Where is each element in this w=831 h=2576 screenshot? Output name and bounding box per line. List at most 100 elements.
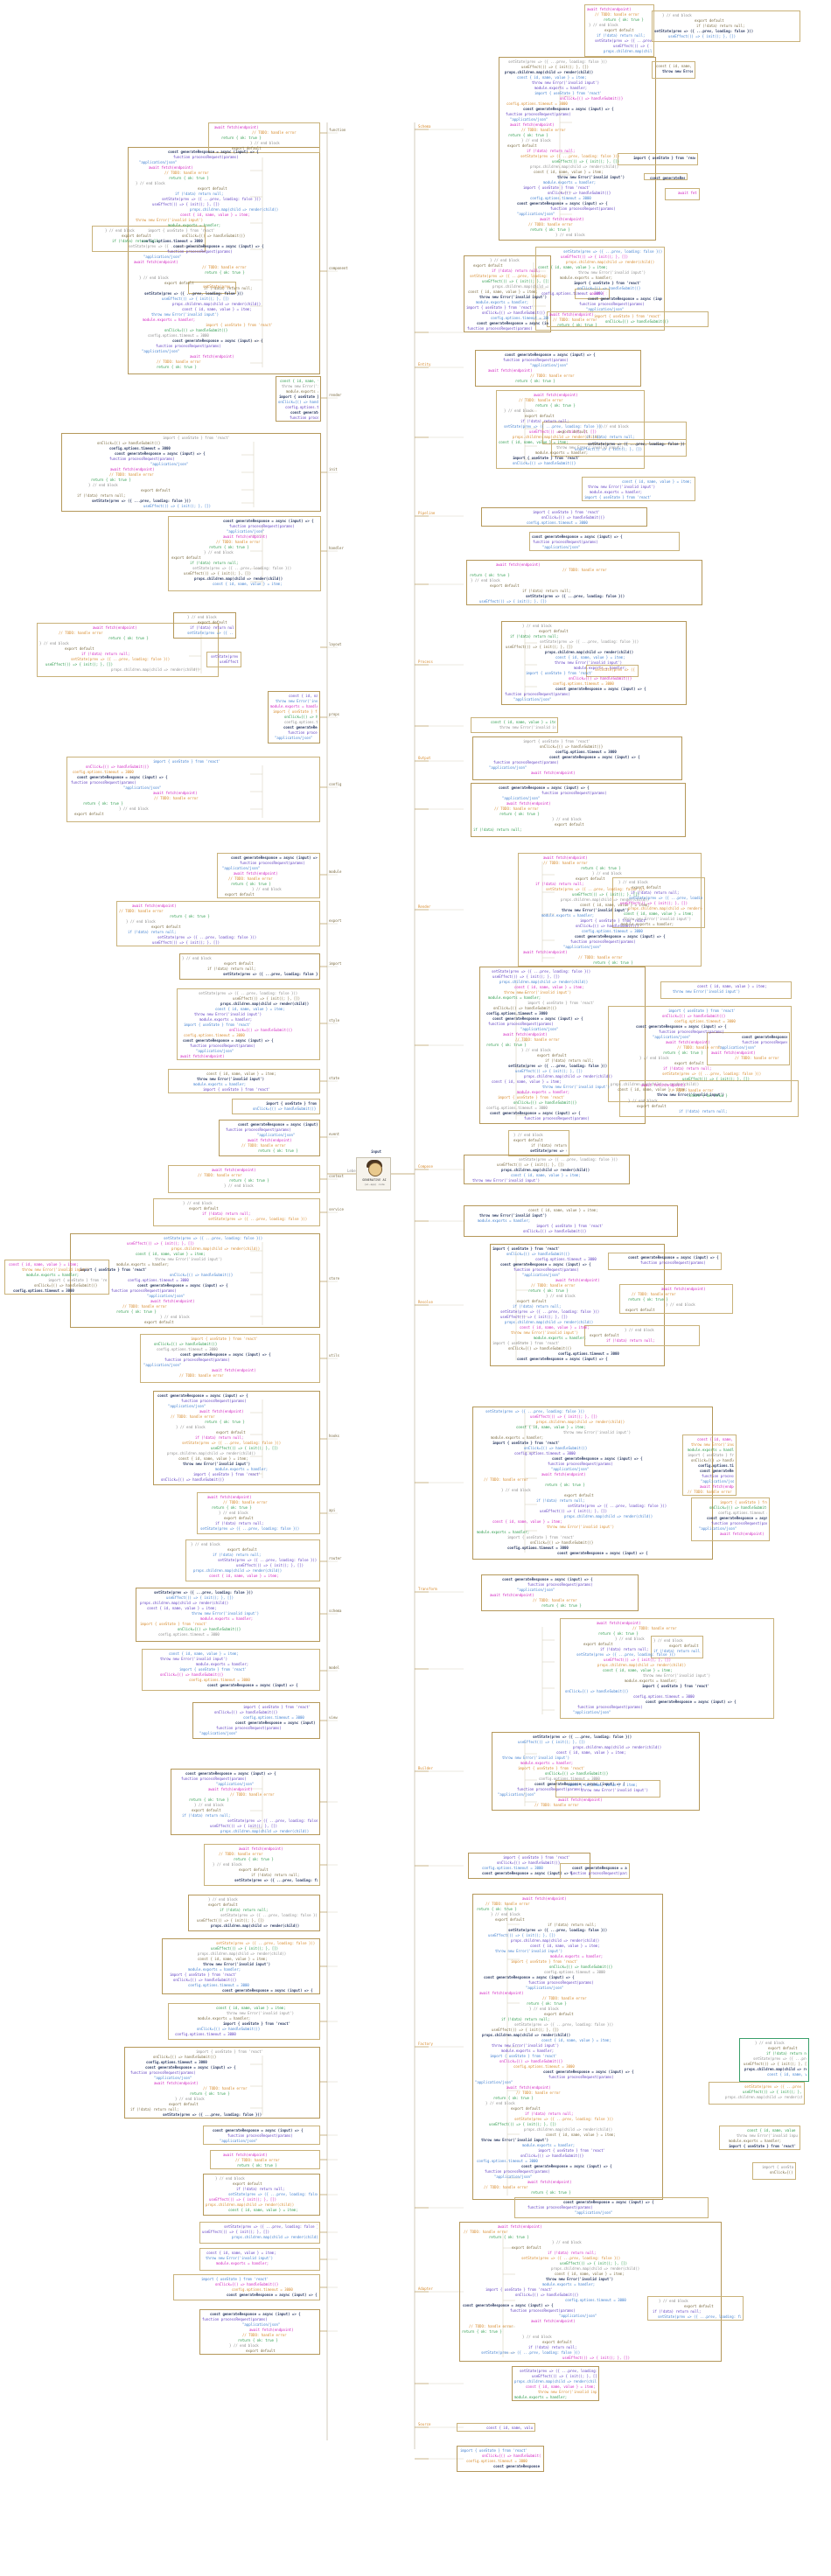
code-line: const { id, name, value } = item; (568, 1783, 638, 1787)
left-branch-label[interactable]: store (329, 1276, 340, 1281)
right-branch-label[interactable]: Builder (418, 1766, 433, 1770)
code-line: } // end block (529, 2007, 559, 2011)
code-line: module.exports = handler; (116, 1262, 170, 1267)
code-line: props.children.map(child => render(child… (482, 2033, 571, 2037)
code-line: // TODO: handle error (179, 1373, 224, 1378)
code-line: setState(prev => ({ ...prev, loading: fa… (546, 887, 646, 891)
left-branch-label[interactable]: render (329, 393, 342, 397)
code-line: export default (74, 812, 104, 816)
code-line: config.options.timeout = 3000 (466, 2459, 527, 2463)
code-line: throw new Error('invalid input') (546, 2277, 614, 2281)
left-branch-label[interactable]: router (329, 1556, 342, 1560)
left-branch-label[interactable]: init (329, 467, 338, 471)
right-branch-label[interactable]: Resolve (418, 1300, 433, 1304)
code-line: // TODO: handle error (534, 1803, 579, 1807)
center-node-card[interactable]: GENERATIVE AI (ai-app) code (356, 1157, 391, 1190)
left-frame-30 (203, 2174, 320, 2216)
code-line: const generateResponse = async (input) =… (505, 353, 596, 357)
code-line: if (!data) return null; (527, 149, 576, 153)
code-line: // TODO: handle error (494, 806, 539, 811)
code-line: setState(prev => ({ ...prev, loading: fa… (187, 631, 234, 635)
left-branch-label[interactable]: utils (329, 1353, 340, 1358)
left-branch-label[interactable]: service (329, 1207, 344, 1211)
right-branch-label[interactable]: Pipeline (418, 511, 436, 515)
code-line: if (!data) return null; (510, 634, 559, 639)
left-branch-label[interactable]: module (329, 869, 342, 874)
code-line: useEffect(() => { init(); }, []) (166, 1595, 234, 1600)
code-line: setState(prev => ({ ...prev, loading: fa… (521, 2256, 621, 2260)
left-branch-label[interactable]: props (329, 712, 340, 716)
code-line: import { useState } from 'react' (201, 2277, 269, 2281)
left-branch-label[interactable]: view (329, 1715, 338, 1720)
code-line: } // end block (662, 13, 692, 17)
right-branch-label[interactable]: Output (418, 756, 431, 760)
right-branch-label[interactable]: Source (418, 2422, 431, 2426)
left-branch-label[interactable]: state (329, 1076, 340, 1080)
code-line: } // end block (215, 2176, 245, 2181)
code-line: props.children.map(child => render(child… (524, 2127, 613, 2132)
code-line: import { useState } from 'react' (507, 1535, 576, 1539)
code-line: setState(prev => ({ ...prev, loading: fa… (223, 972, 318, 976)
code-line: import { useState } from 'react' (279, 394, 318, 399)
left-branch-label[interactable]: export (329, 918, 342, 923)
code-line: return { ok: true } (527, 2001, 567, 2006)
code-line: await fetch(endpoint) (248, 1138, 292, 1142)
code-line: config.options.timeout = 3000 (486, 1106, 548, 1110)
code-line: import { useState } from 'react' (584, 495, 653, 499)
code-line: import { useState } from 'react' (498, 1095, 566, 1100)
code-line: export default (517, 1299, 547, 1303)
code-line: import { useState } from 'react' (533, 510, 601, 514)
code-line: const { id, name, value } = item; (555, 655, 625, 660)
code-line: onClick={() => handleSubmit()} (160, 1672, 224, 1677)
code-line: return { ok: true } (530, 227, 570, 232)
left-branch-label[interactable]: config (329, 782, 342, 786)
left-branch-label[interactable]: style (329, 1018, 340, 1023)
code-line: // TODO: handle error (242, 2333, 287, 2337)
right-branch-label[interactable]: Factory (418, 2042, 433, 2046)
code-line: props.children.map(child => render(child… (524, 1074, 613, 1079)
left-branch-label[interactable]: function (329, 128, 346, 132)
right-branch-label[interactable]: Transform (418, 1587, 437, 1591)
left-branch-label[interactable]: context (329, 1174, 344, 1178)
code-line: setState(prev => ({ ...prev, loading: fa… (662, 1072, 762, 1076)
code-line: onClick={() => handleSubmit()} (523, 1229, 587, 1233)
code-line: useEffect(() => { init(); }, []) (184, 571, 252, 576)
code-line: return { ok: true } (190, 2091, 230, 2096)
left-branch-label[interactable]: import (329, 961, 342, 966)
code-line: props.children.map(child => render(child… (140, 1601, 229, 1605)
right-branch-label[interactable]: Schema (418, 124, 431, 129)
left-frame-20 (142, 1649, 320, 1691)
left-branch-label[interactable]: schema (329, 1609, 342, 1613)
code-line: config.options.timeout = 3000 (582, 929, 643, 933)
left-branch-label[interactable]: event (329, 1132, 340, 1136)
left-branch-label[interactable]: api (329, 1508, 336, 1512)
code-line: export default (768, 2046, 798, 2050)
left-branch-label[interactable]: layout (329, 642, 342, 646)
left-branch-label[interactable]: handler (329, 546, 344, 550)
code-line: const { id, name, value } = item; (169, 1651, 239, 1656)
code-line: if (!data) return null; (525, 2112, 574, 2116)
code-line: return { ok: true } (237, 2163, 277, 2168)
left-branch-label[interactable]: component (329, 266, 348, 270)
right-branch-label[interactable]: Process (418, 660, 433, 664)
right-frame-13b (608, 1006, 792, 1102)
code-line: setState(prev => ({ ...prev, loading: fa… (203, 284, 234, 289)
code-line: const { id, name, value } = item; (528, 1208, 598, 1212)
code-line: setState(prev => ({ ...prev, loading: fa… (514, 2117, 614, 2121)
code-line: export default (537, 1053, 567, 1058)
right-frame-25 (512, 2366, 599, 2401)
right-branch-label[interactable]: Compose (418, 1164, 433, 1169)
code-line: function processRequest(params) (181, 1399, 247, 1403)
code-line: return { ok: true } (541, 1603, 582, 1608)
code-line: await fetch(endpoint) (212, 1368, 256, 1372)
code-line: import { useState } from 'react' (538, 2148, 606, 2153)
code-line: useEffect(() => { init(); }, []) (572, 892, 640, 897)
right-branch-label[interactable]: Entity (418, 362, 431, 367)
right-branch-label[interactable]: Adapter (418, 2286, 433, 2291)
left-branch-label[interactable]: model (329, 1665, 340, 1670)
code-line: export default (233, 2182, 262, 2186)
code-line: function processRequest(params) (550, 206, 616, 211)
code-line: } // end block (224, 1183, 254, 1188)
right-branch-label[interactable]: Render (418, 904, 431, 909)
left-branch-label[interactable]: hooks (329, 1434, 340, 1438)
